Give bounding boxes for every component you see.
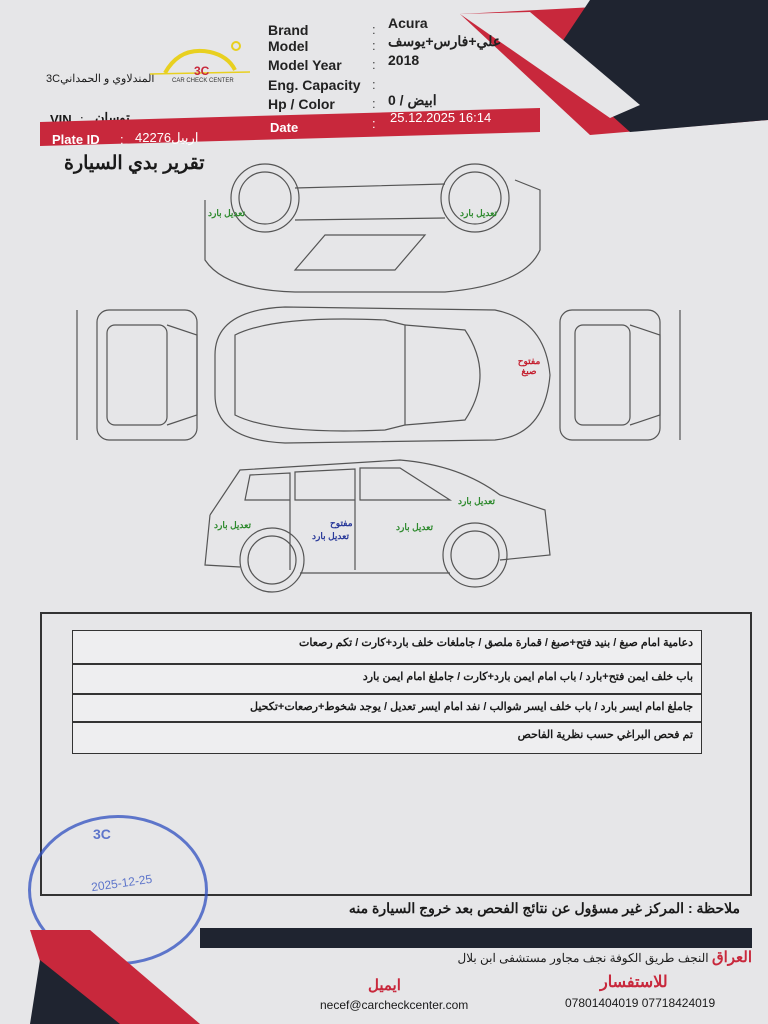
car-logo-icon: [149, 41, 251, 75]
plate-value: 42276اربيل: [135, 130, 199, 145]
footer-decoration: [30, 930, 200, 1024]
inquiry-label: للاستفسار: [600, 974, 668, 991]
colon: :: [372, 57, 376, 72]
car-side-view: [204, 459, 551, 593]
date-label: Date: [270, 120, 299, 135]
report-title: تقرير بدي السيارة: [64, 153, 205, 174]
model-year-label: Model Year: [268, 57, 342, 73]
brand-value: Acura: [388, 15, 428, 31]
model-year-value: 2018: [388, 52, 420, 68]
annotation-opened-paint: مفتوح صبغ: [517, 356, 541, 376]
plate-label: Plate ID: [52, 132, 100, 147]
car-rear-view: [76, 309, 198, 441]
email-link[interactable]: necef@carcheckcenter.com: [320, 998, 469, 1012]
address-line: العراق النجف طريق الكوفة نجف مجاور مستشف…: [440, 948, 752, 966]
note-row: تم فحص البراغي حسب نظرية الفاحص: [72, 722, 702, 754]
phones[interactable]: 07801404019 07718424019: [565, 996, 716, 1010]
colon: :: [120, 132, 124, 147]
footer-band: [200, 928, 752, 948]
hp-color-value: 0 / ابيض: [388, 92, 437, 108]
annotation-cold-repair: تعديل بارد: [396, 522, 433, 532]
logo-text: 3C: [194, 64, 210, 78]
note-row: باب خلف ايمن فتح+بارد / باب امام ايمن با…: [72, 664, 702, 694]
date-value: 25.12.2025 16:14: [390, 110, 492, 125]
car-front-view: [559, 309, 681, 441]
colon: :: [372, 22, 376, 37]
email-label: ايميل: [368, 977, 401, 994]
stamp-text: 3C: [93, 826, 111, 842]
model-label: Model: [268, 38, 309, 54]
annotation-cold-repair: تعديل بارد: [460, 208, 497, 218]
brand-label: Brand: [268, 22, 309, 38]
annotation-cold-repair: تعديل بارد: [214, 520, 251, 530]
car-roof-view: [214, 306, 551, 444]
colon: :: [372, 116, 376, 131]
logo: 3C CAR CHECK CENTER: [149, 38, 251, 88]
annotation-cold-repair: تعديل بارد: [312, 531, 349, 541]
note-row: دعامية امام صبغ / بنيد فتح+صبغ / قمارة م…: [72, 630, 702, 664]
header-decoration: [460, 0, 768, 135]
hp-color-label: Hp / Color: [268, 96, 335, 112]
company-name: المندلاوي و الحمداني3C: [46, 73, 155, 85]
model-value: علي+فارس+يوسف: [388, 33, 502, 49]
notes-box: [40, 612, 752, 896]
car-top-side-view: [204, 163, 541, 293]
eng-capacity-label: Eng. Capacity: [268, 77, 361, 93]
annotation-cold-repair: تعديل بارد: [458, 496, 495, 506]
colon: :: [372, 96, 376, 111]
colon: :: [80, 112, 84, 127]
colon: :: [372, 38, 376, 53]
colon: :: [372, 77, 376, 92]
annotation-cold-repair: تعديل بارد: [208, 208, 245, 218]
note-row: جاملغ امام ايسر بارد / باب خلف ايسر شوال…: [72, 694, 702, 722]
annotation-opened: مفتوح: [330, 518, 353, 528]
disclaimer: ملاحظة : المركز غير مسؤول عن نتائج الفحص…: [348, 900, 740, 916]
stamp-date: 2025-12-25: [90, 871, 154, 895]
logo-subtext: CAR CHECK CENTER: [172, 78, 234, 84]
country: العراق: [711, 949, 752, 966]
address: النجف طريق الكوفة نجف مجاور مستشفى ابن ب…: [457, 951, 709, 965]
